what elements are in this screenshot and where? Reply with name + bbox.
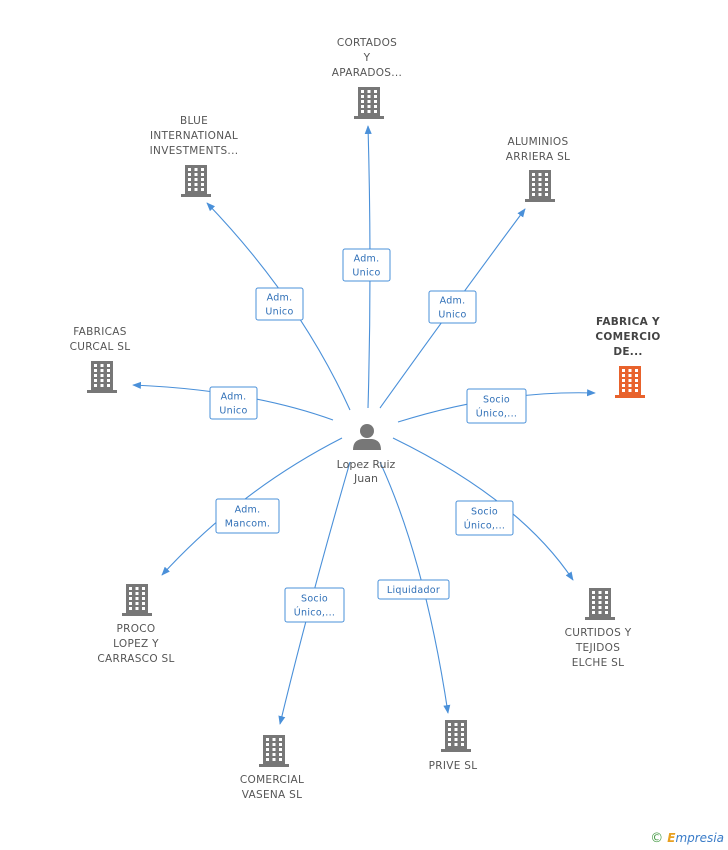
company-name-line: COMERCIO <box>595 331 660 343</box>
company-name-line: LOPEZ Y <box>113 638 159 650</box>
relation-text: Socio <box>483 395 510 406</box>
company-name-line: ARRIERA SL <box>506 151 570 163</box>
company-name-line: INVESTMENTS... <box>150 145 239 157</box>
company-name-line: COMERCIAL <box>240 774 304 786</box>
relation-label-blue: Adm. Unico <box>255 287 304 321</box>
company-name-line: VASENA SL <box>242 789 303 801</box>
center-person-node[interactable]: Lopez Ruiz Juan <box>337 424 396 485</box>
edge-prive <box>379 461 451 714</box>
relation-text: Unico <box>438 310 466 321</box>
relation-text: Unico <box>352 268 380 279</box>
footer-brand: ©Empresia <box>650 831 724 846</box>
relation-text: Único,... <box>294 607 335 619</box>
company-name-line: CORTADOS <box>337 37 397 49</box>
building-icon <box>525 170 555 202</box>
person-icon <box>353 424 381 450</box>
building-icon <box>615 366 645 398</box>
company-node-fabrica-comercio[interactable]: FABRICA Y COMERCIO DE... <box>595 316 660 398</box>
brand-name: mpresia <box>675 831 724 845</box>
company-node-comercial[interactable]: COMERCIAL VASENA SL <box>240 735 304 801</box>
relation-text: Unico <box>265 307 293 318</box>
brand-initial: E <box>667 831 676 845</box>
edge-proco <box>161 437 343 576</box>
person-name-line-2: Juan <box>353 472 378 485</box>
company-name-line: INTERNATIONAL <box>150 130 238 142</box>
person-name-line-1: Lopez Ruiz <box>337 458 396 471</box>
company-node-blue[interactable]: BLUE INTERNATIONAL INVESTMENTS... <box>150 115 239 197</box>
relation-text: Mancom. <box>225 519 270 530</box>
company-name-line: PROCO <box>117 623 156 635</box>
company-name-line: DE... <box>613 346 642 358</box>
relation-text: Socio <box>301 594 328 605</box>
company-node-aluminios[interactable]: ALUMINIOS ARRIERA SL <box>506 136 570 202</box>
company-name-line: FABRICAS <box>73 326 126 338</box>
company-name-line: BLUE <box>180 115 208 127</box>
relation-text: Adm. <box>440 296 466 307</box>
company-name-line: APARADOS... <box>332 67 402 79</box>
relation-text: Adm. <box>354 254 380 265</box>
relation-label-fabricas-curcal: Adm. Unico <box>209 386 258 420</box>
company-name-line: PRIVE SL <box>429 760 478 772</box>
building-icon <box>87 361 117 393</box>
company-node-proco[interactable]: PROCO LOPEZ Y CARRASCO SL <box>97 584 174 665</box>
relation-label-curtidos: SocioÚnico,... <box>455 500 514 536</box>
company-name-line: ALUMINIOS <box>508 136 569 148</box>
building-icon <box>441 720 471 752</box>
edges-layer: Adm.UnicoAdm.UnicoAdm.UnicoAdm.UnicoSoci… <box>132 125 596 725</box>
relation-text: Único,... <box>476 408 517 420</box>
building-icon <box>181 165 211 197</box>
building-icon <box>354 87 384 119</box>
company-node-fabricas-curcal[interactable]: FABRICAS CURCAL SL <box>70 326 131 393</box>
relation-label-aluminios: Adm. Unico <box>428 290 477 324</box>
company-name-line: ELCHE SL <box>572 657 625 669</box>
company-name-line: CURCAL SL <box>70 341 131 353</box>
company-name-line: CURTIDOS Y <box>565 627 632 639</box>
relation-text: Unico <box>219 406 247 417</box>
relation-text: Adm. <box>267 293 293 304</box>
relation-text: Único,... <box>464 520 505 532</box>
relation-text: Adm. <box>221 392 247 403</box>
company-node-cortados[interactable]: CORTADOS Y APARADOS... <box>332 37 402 119</box>
company-name-line: TEJIDOS <box>575 642 620 654</box>
relation-label-prive: Liquidador <box>377 579 450 600</box>
company-name-line: Y <box>363 52 371 64</box>
copyright-symbol: © <box>650 831 664 846</box>
company-name-line: CARRASCO SL <box>97 653 174 665</box>
relation-text: Liquidador <box>387 585 440 596</box>
building-icon <box>259 735 289 767</box>
relation-label-proco: Adm. Mancom. <box>215 498 280 534</box>
company-node-prive[interactable]: PRIVE SL <box>429 720 478 772</box>
relation-label-comercial: SocioÚnico,... <box>284 587 345 623</box>
relation-text: Socio <box>471 507 498 518</box>
company-node-curtidos[interactable]: CURTIDOS Y TEJIDOS ELCHE SL <box>565 588 632 669</box>
relation-text: Adm. <box>235 505 261 516</box>
building-icon <box>585 588 615 620</box>
relation-label-cortados: Adm. Unico <box>342 248 391 282</box>
company-name-line: FABRICA Y <box>596 316 660 328</box>
relation-label-fabrica-comercio: SocioÚnico,... <box>466 388 527 424</box>
nodes-layer: CORTADOS Y APARADOS... BLUE INTERNATIONAL INV… <box>70 37 661 801</box>
building-icon <box>122 584 152 616</box>
